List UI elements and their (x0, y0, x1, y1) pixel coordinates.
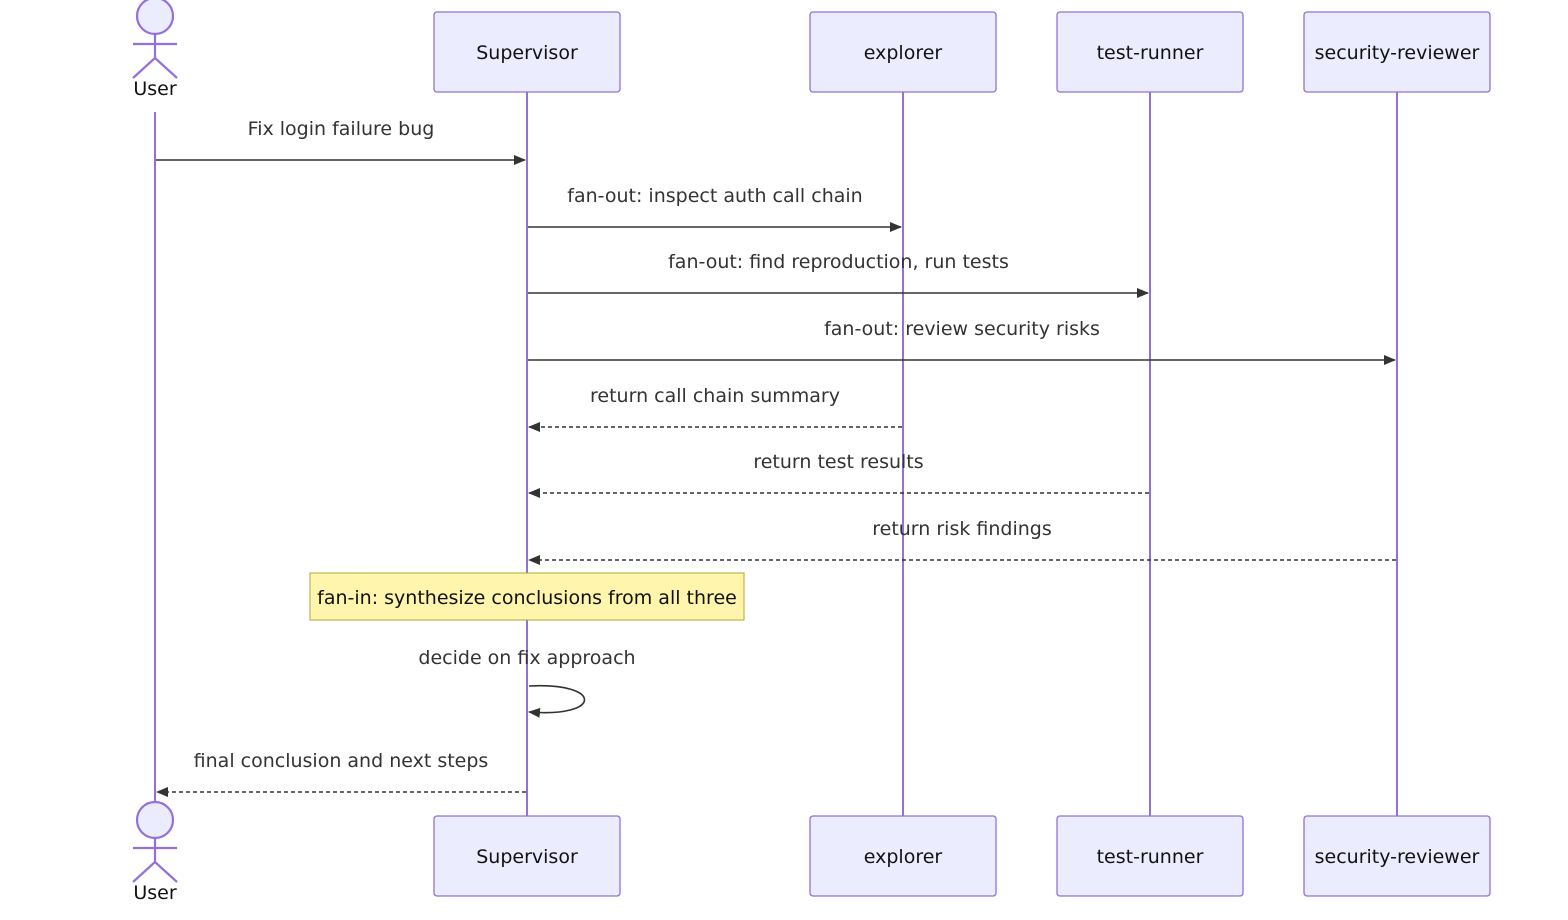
message-3: fan-out: find reproduction, run tests (528, 251, 1149, 298)
message-5: return call chain summary (528, 385, 902, 432)
message-arrow (528, 684, 586, 718)
participant-box (809, 11, 997, 93)
participant-label: explorer (864, 846, 943, 868)
participant-box (1303, 11, 1491, 93)
message-8: decide on fix approach (418, 647, 636, 718)
participant-user-top: User (132, 0, 178, 100)
message-label: return call chain summary (590, 385, 840, 407)
message-label: final conclusion and next steps (194, 750, 489, 772)
lifelines (154, 92, 1398, 816)
participant-security-reviewer-top: security-reviewer (1303, 11, 1491, 93)
note-text: fan-in: synthesize conclusions from all … (317, 587, 737, 609)
participant-box (1303, 815, 1491, 897)
participant-test-runner-bottom: test-runner (1056, 815, 1244, 897)
participant-label: security-reviewer (1315, 846, 1480, 868)
note-box (309, 572, 745, 621)
participant-label: test-runner (1097, 846, 1204, 868)
participant-security-reviewer-bottom: security-reviewer (1303, 815, 1491, 897)
participant-explorer-top: explorer (809, 11, 997, 93)
participant-label: User (133, 78, 176, 100)
messages: Fix login failure bug fan-out: inspect au… (156, 118, 1396, 797)
participants-top: User Supervisor explorer test-runner securit… (132, 0, 1491, 100)
participant-label: test-runner (1097, 42, 1204, 64)
participant-label: User (133, 882, 176, 904)
participant-box (433, 11, 621, 93)
participants-bottom: User Supervisor explorer test-runner securit… (132, 800, 1491, 904)
message-label: fan-out: inspect auth call chain (567, 185, 862, 207)
message-1: Fix login failure bug (156, 118, 526, 165)
participant-label: security-reviewer (1315, 42, 1480, 64)
message-label: decide on fix approach (418, 647, 635, 669)
participant-test-runner-top: test-runner (1056, 11, 1244, 93)
participant-supervisor-bottom: Supervisor (433, 815, 621, 897)
participant-box (433, 815, 621, 897)
message-label: return test results (753, 451, 923, 473)
participant-box (809, 815, 997, 897)
participant-box (1056, 815, 1244, 897)
message-label: fan-out: find reproduction, run tests (668, 251, 1009, 273)
message-2: fan-out: inspect auth call chain (528, 185, 902, 232)
message-4: fan-out: review security risks (528, 318, 1396, 365)
note: fan-in: synthesize conclusions from all … (309, 572, 745, 621)
participant-user-bottom: User (132, 800, 178, 904)
user-icon (132, 800, 178, 883)
participant-box (1056, 11, 1244, 93)
participant-supervisor-top: Supervisor (433, 11, 621, 93)
participant-explorer-bottom: explorer (809, 815, 997, 897)
user-icon (132, 0, 178, 79)
message-label: Fix login failure bug (248, 118, 435, 140)
participant-label: explorer (864, 42, 943, 64)
participant-label: Supervisor (476, 846, 578, 868)
message-label: return risk findings (872, 518, 1052, 540)
message-label: fan-out: review security risks (824, 318, 1100, 340)
message-7: return risk findings (528, 518, 1396, 565)
message-6: return test results (528, 451, 1149, 498)
message-9: final conclusion and next steps (156, 750, 526, 797)
participant-label: Supervisor (476, 42, 578, 64)
